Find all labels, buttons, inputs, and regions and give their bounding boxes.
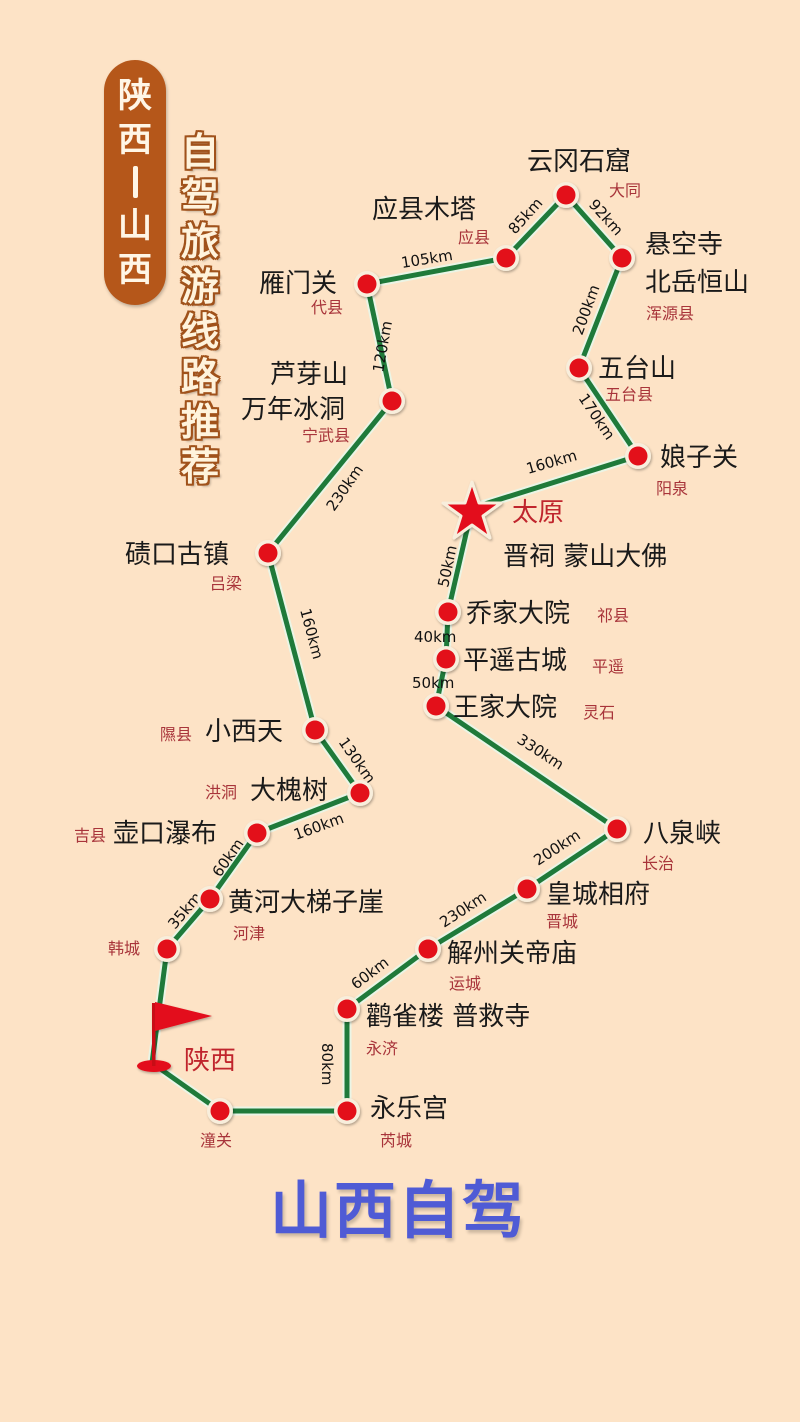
place-label: 八泉峡 xyxy=(643,819,721,849)
capital-label: 太原 xyxy=(512,498,564,528)
stop-node-xiaoxitian[interactable] xyxy=(305,720,325,740)
title-char: 线 xyxy=(180,310,219,354)
county-label: 韩城 xyxy=(108,939,140,958)
county-label: 浑源县 xyxy=(646,304,694,323)
place-label: 碛口古镇 xyxy=(125,540,229,570)
county-labels: 韩城 河津 吉县 洪洞 隰县 吕梁 宁武县 代县 应县 大同 浑源县 五台县 阳… xyxy=(74,181,694,1150)
county-label: 晋城 xyxy=(546,912,578,931)
place-label: 雁门关 xyxy=(259,269,337,299)
county-label: 五台县 xyxy=(605,385,653,404)
place-label: 晋祠 蒙山大佛 xyxy=(503,542,667,572)
title-char: 推 xyxy=(180,400,219,444)
badge-char: 西 xyxy=(118,120,152,160)
place-label: 解州关帝庙 xyxy=(447,939,577,969)
county-label: 应县 xyxy=(458,228,490,247)
county-label: 阳泉 xyxy=(656,479,688,498)
distance-label: 50km xyxy=(412,674,454,692)
stop-node-dahuaishu[interactable] xyxy=(350,783,370,803)
place-label: 娘子关 xyxy=(660,443,738,473)
vertical-title: 自 驾 旅 游 线 路 推 荐 xyxy=(176,130,224,490)
flag-icon[interactable] xyxy=(137,1002,212,1072)
distance-label: 80km xyxy=(318,1043,336,1085)
county-label: 平遥 xyxy=(592,657,624,676)
stop-node-hukou[interactable] xyxy=(247,823,267,843)
place-labels: 黄河大梯子崖 壶口瀑布 大槐树 小西天 碛口古镇 芦芽山 万年冰洞 雁门关 应县… xyxy=(113,147,749,1124)
badge-char: 陕 xyxy=(118,76,152,116)
distance-label: 160km xyxy=(296,606,327,661)
place-label: 云冈石窟 xyxy=(527,147,631,177)
county-label: 运城 xyxy=(449,974,481,993)
stop-node-yungang[interactable] xyxy=(556,185,576,205)
county-label: 吕梁 xyxy=(210,574,242,593)
county-label: 大同 xyxy=(609,181,641,200)
place-label: 永乐宫 xyxy=(370,1094,448,1124)
stop-node-xuankongsi[interactable] xyxy=(612,248,632,268)
county-label: 长治 xyxy=(642,854,674,873)
place-label: 应县木塔 xyxy=(372,195,476,225)
place-label: 五台山 xyxy=(598,354,676,384)
county-label: 河津 xyxy=(233,924,265,943)
place-label: 黄河大梯子崖 xyxy=(228,888,384,918)
county-label: 潼关 xyxy=(200,1131,232,1150)
title-char: 驾 xyxy=(180,175,219,219)
county-label: 代县 xyxy=(311,298,343,317)
region-badge: 陕 西 山 西 xyxy=(104,60,166,305)
footer-title: 山西自驾 xyxy=(270,1174,527,1247)
stop-node-hancheng[interactable] xyxy=(157,939,177,959)
title-char: 旅 xyxy=(180,220,219,264)
county-label: 祁县 xyxy=(597,606,629,625)
title-char: 游 xyxy=(180,265,219,309)
badge-char: 山 xyxy=(118,206,152,246)
county-label: 隰县 xyxy=(160,725,192,744)
title-char: 自 xyxy=(180,130,219,174)
stop-node-baquanxia[interactable] xyxy=(607,819,627,839)
stop-node-yingxian[interactable] xyxy=(496,248,516,268)
place-label: 乔家大院 xyxy=(466,599,570,629)
county-label: 芮城 xyxy=(380,1131,412,1150)
stop-node-huangcheng[interactable] xyxy=(517,879,537,899)
place-label: 小西天 xyxy=(205,717,283,747)
place-label: 平遥古城 xyxy=(463,646,567,676)
start-label: 陕西 xyxy=(184,1046,236,1076)
place-label: 芦芽山 xyxy=(270,360,348,390)
county-label: 灵石 xyxy=(583,703,615,722)
stop-node-pingyao[interactable] xyxy=(436,649,456,669)
county-label: 洪洞 xyxy=(205,783,237,802)
stop-node-qikou[interactable] xyxy=(258,543,278,563)
badge-dash xyxy=(132,166,138,198)
distance-label: 230km xyxy=(323,461,368,514)
place-label: 悬空寺 xyxy=(645,230,723,260)
stop-node-qiaojia[interactable] xyxy=(438,602,458,622)
place-label: 壶口瀑布 xyxy=(113,819,217,849)
title-char: 路 xyxy=(180,355,219,399)
stop-node-niangziguan[interactable] xyxy=(628,446,648,466)
distance-label: 200km xyxy=(530,826,583,869)
distance-label: 40km xyxy=(414,628,456,646)
place-label: 鹳雀楼 普救寺 xyxy=(366,1002,530,1032)
stop-node-tizi-ya[interactable] xyxy=(200,889,220,909)
stop-node-luyashan[interactable] xyxy=(382,391,402,411)
badge-char: 西 xyxy=(118,250,152,290)
county-label: 永济 xyxy=(366,1039,398,1058)
county-label: 宁武县 xyxy=(302,426,350,445)
stop-node-guanquelou[interactable] xyxy=(337,999,357,1019)
place-label: 王家大院 xyxy=(453,693,557,723)
title-char: 荐 xyxy=(180,445,219,489)
place-label: 北岳恒山 xyxy=(645,268,749,298)
place-label: 万年冰洞 xyxy=(241,395,345,425)
stop-node-xiezhou[interactable] xyxy=(418,939,438,959)
stop-node-tongguan[interactable] xyxy=(210,1101,230,1121)
county-label: 吉县 xyxy=(74,826,106,845)
stop-node-wangjia[interactable] xyxy=(426,696,446,716)
stop-node-yonglegong[interactable] xyxy=(337,1101,357,1121)
place-label: 皇城相府 xyxy=(546,880,650,910)
stop-node-wutaishan[interactable] xyxy=(569,358,589,378)
place-label: 大槐树 xyxy=(250,776,328,806)
star-icon[interactable] xyxy=(441,480,503,540)
stop-node-yanmenguan[interactable] xyxy=(357,274,377,294)
